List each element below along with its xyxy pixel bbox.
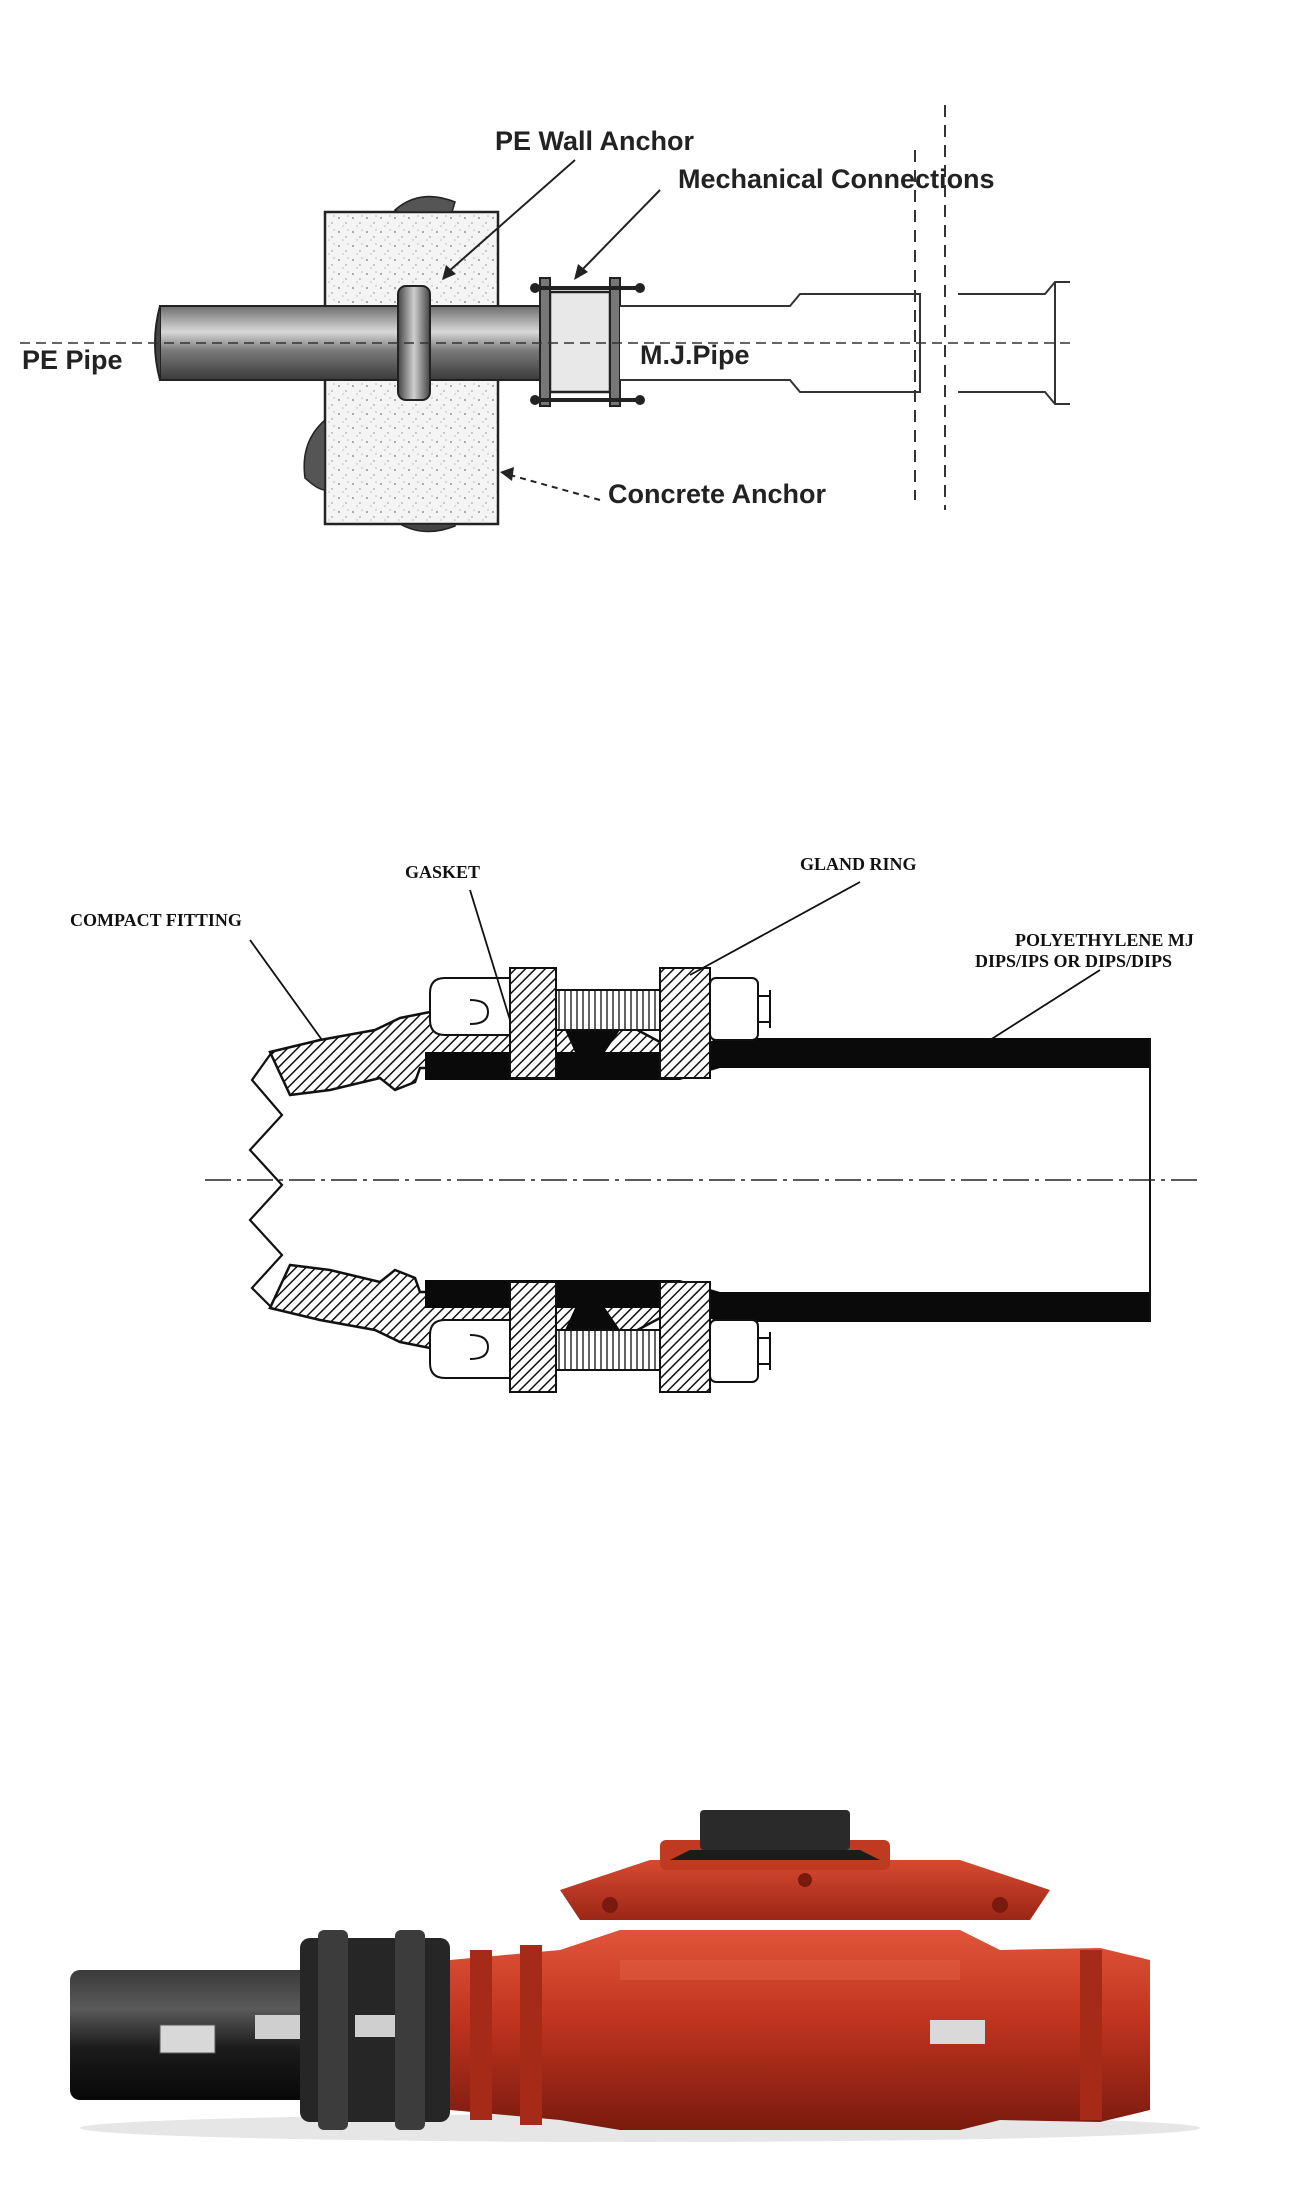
pipe-label-sticker <box>255 2015 300 2039</box>
leader-polyethylene <box>989 969 1101 1041</box>
gland-ring-block <box>509 967 557 1079</box>
valve-photo-svg <box>0 1810 1301 2150</box>
leader-gasket <box>469 889 511 1021</box>
bolt-head <box>530 395 540 405</box>
mj-adapter-section-diagram: GASKET GLAND RING COMPACT FITTING POLYET… <box>0 830 1301 1510</box>
leader-gland-ring <box>689 881 861 976</box>
gland-ring-block <box>509 1281 557 1393</box>
label-pe-wall-anchor: PE Wall Anchor <box>495 126 695 156</box>
operating-nut-base <box>670 1850 880 1860</box>
bolt-thread-lower <box>555 1329 661 1371</box>
gland-label <box>355 2015 395 2037</box>
gland-lug <box>395 1930 425 2130</box>
body-rib <box>470 1950 492 2120</box>
label-gasket: GASKET <box>405 862 480 882</box>
mj-adapter-svg: GASKET GLAND RING COMPACT FITTING POLYET… <box>70 854 1200 1393</box>
bonnet-bolt <box>798 1873 812 1887</box>
bolt-nut <box>635 395 645 405</box>
label-mj-pipe: M.J.Pipe <box>640 340 750 370</box>
pipe-label-sticker <box>159 2024 216 2054</box>
mj-pipe-outline-far <box>958 281 1070 405</box>
mj-flange-left <box>539 277 551 407</box>
gland-lug <box>318 1930 348 2130</box>
valve-photo <box>0 1810 1301 2150</box>
label-pe-pipe: PE Pipe <box>22 345 123 375</box>
label-compact-fitting: COMPACT FITTING <box>70 910 242 930</box>
valve-bonnet <box>560 1860 1050 1920</box>
bolt-hook <box>469 999 490 1025</box>
pe-pipe-wall-upper <box>425 1038 1150 1080</box>
bolt-hook <box>469 1334 490 1360</box>
label-polyethylene-line2: DIPS/IPS OR DIPS/DIPS <box>975 951 1172 971</box>
wall-anchor-diagram: PE Wall Anchor Mechanical Connections PE… <box>0 60 1301 580</box>
leader-concrete-anchor <box>509 474 601 501</box>
arrow-head <box>574 264 588 280</box>
leader-compact-fitting <box>249 939 323 1041</box>
rubble-bottom <box>397 523 456 533</box>
label-mechanical-connections: Mechanical Connections <box>678 164 995 194</box>
leader-pe-wall-anchor <box>447 159 576 273</box>
bolt-nut <box>635 283 645 293</box>
bolt-thread-upper <box>555 989 661 1031</box>
operating-nut <box>700 1810 850 1850</box>
nut-lower <box>709 1319 759 1383</box>
gland-ring-block <box>659 1281 711 1393</box>
nut-upper <box>709 977 759 1041</box>
body-rib <box>1080 1950 1102 2120</box>
section-break-zigzag <box>248 1051 284 1309</box>
label-polyethylene-line1: POLYETHYLENE MJ <box>1015 930 1194 950</box>
label-concrete-anchor: Concrete Anchor <box>608 479 827 509</box>
bolt-head <box>530 283 540 293</box>
valve-label <box>930 2020 985 2044</box>
bonnet-bolt <box>602 1897 618 1913</box>
rubble-top <box>393 195 456 213</box>
t-bolt-head-upper <box>429 977 511 1036</box>
wall-anchor-svg: PE Wall Anchor Mechanical Connections PE… <box>20 105 1075 533</box>
arrow-head <box>442 265 456 280</box>
pe-pipe-wall-lower <box>425 1280 1150 1322</box>
bonnet-bolt <box>992 1897 1008 1913</box>
leader-mechanical-connections <box>579 189 661 273</box>
arrow-head <box>500 467 514 481</box>
mj-flange-right <box>609 277 621 407</box>
rubble-left <box>303 418 326 491</box>
mechanical-connection-body <box>548 290 612 394</box>
t-bolt-head-lower <box>429 1319 511 1379</box>
body-highlight <box>620 1960 960 1980</box>
body-rib <box>520 1945 542 2125</box>
label-gland-ring: GLAND RING <box>800 854 917 874</box>
valve-body <box>450 1930 1150 2130</box>
gland-ring-block <box>659 967 711 1079</box>
